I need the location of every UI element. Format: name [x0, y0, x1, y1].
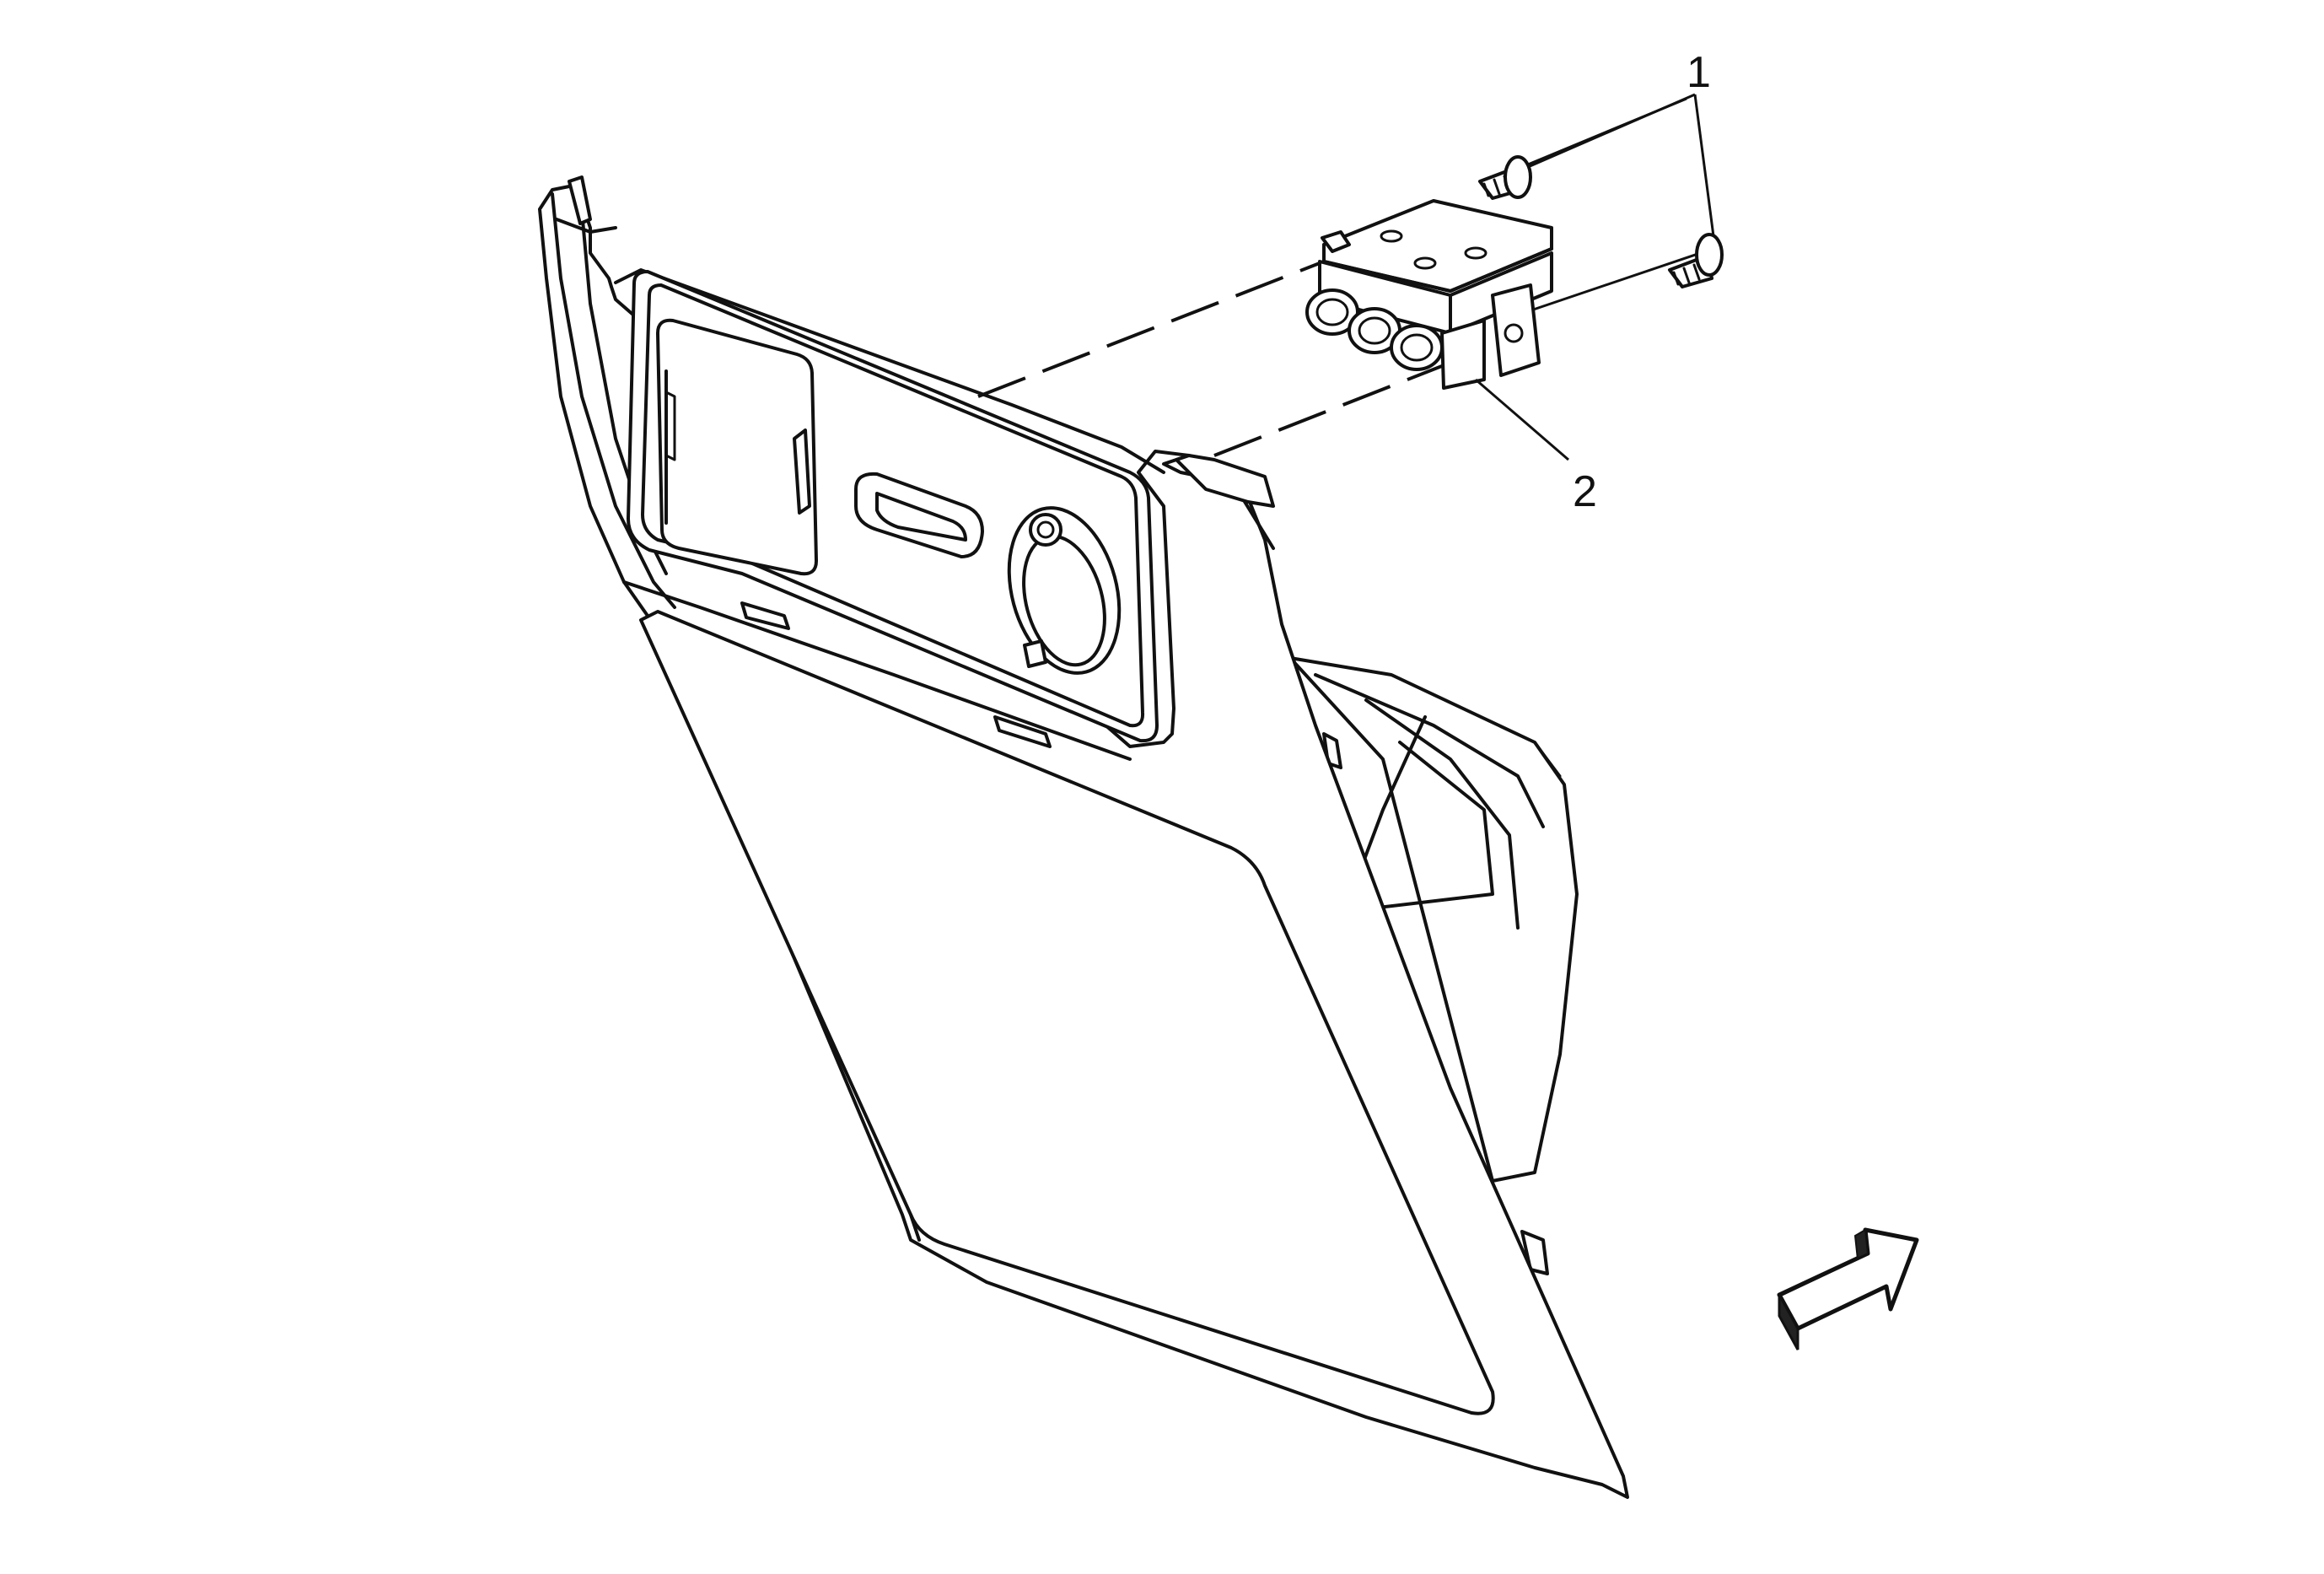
rca-jacks: [1305, 288, 1444, 371]
storage-bin: [1288, 656, 1579, 1275]
callout-1-leader: [1527, 93, 1715, 237]
audio-jack-module: [1305, 199, 1553, 390]
power-outlet: [1007, 506, 1122, 675]
callout-label-2: 2: [1573, 467, 1597, 516]
console-bezel: [538, 175, 1629, 1499]
forward-direction-arrow-icon: [1777, 1227, 1919, 1350]
callout-label-1: 1: [1687, 48, 1711, 97]
callout-2-leader: [1475, 378, 1569, 461]
screw-upper: [1478, 155, 1532, 200]
screw-lower: [1668, 233, 1724, 288]
